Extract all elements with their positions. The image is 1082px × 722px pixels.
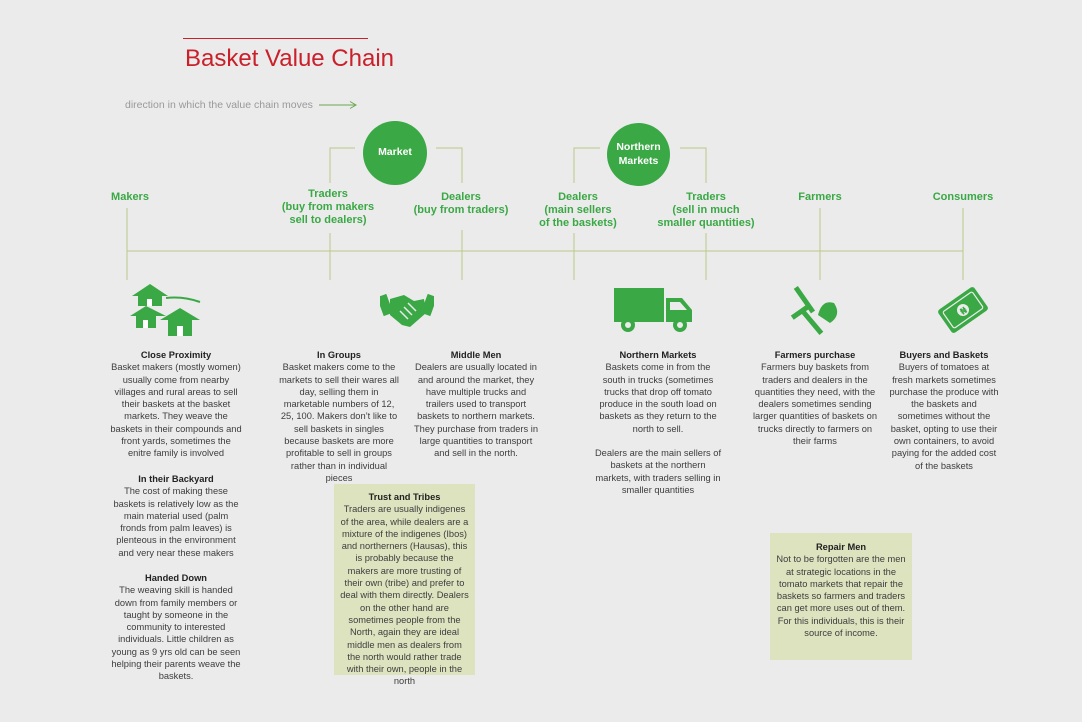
market-bracket-left	[329, 147, 355, 183]
note-body: Basket makers (mostly women) usually com…	[110, 362, 242, 459]
page-title: Basket Value Chain	[185, 45, 395, 72]
note-farmers-purchase: Farmers purchase Farmers buy baskets fro…	[752, 349, 878, 447]
note-title: Trust and Tribes	[368, 492, 441, 502]
note-title: Northern Markets	[619, 350, 697, 360]
note-buyers-baskets: Buyers and Baskets Buyers of tomatoes at…	[888, 349, 1000, 472]
note-body: Farmers buy baskets from traders and dea…	[752, 362, 878, 447]
stage-traders-northern: Traders (sell in much smaller quantities…	[657, 191, 754, 231]
stage-sublabel: (main sellers	[544, 204, 612, 217]
note-body: The cost of making these baskets is rela…	[113, 486, 239, 558]
note-body: Dealers are the main sellers of baskets …	[594, 448, 722, 495]
stage-label: Dealers	[441, 191, 481, 203]
northern-bracket-right	[680, 147, 707, 183]
northern-markets-hub: Northern Markets	[607, 123, 670, 186]
note-in-groups: In Groups Basket makers come to the mark…	[277, 349, 401, 484]
truck-icon	[614, 288, 692, 332]
note-title: Handed Down	[145, 573, 207, 583]
note-close-proximity: Close Proximity Basket makers (mostly wo…	[110, 349, 242, 460]
svg-text:₦: ₦	[959, 305, 970, 317]
stage-sublabel: (buy from traders)	[413, 204, 509, 217]
stage-traders-market: Traders (buy from makers sell to dealers…	[282, 188, 374, 228]
market-hub: Market	[363, 121, 427, 185]
huts-icon	[130, 284, 201, 336]
title-rule	[183, 38, 368, 39]
stage-sublabel: of the baskets)	[539, 217, 617, 230]
note-title: Buyers and Baskets	[899, 350, 989, 360]
note-body: Traders are usually indigenes of the are…	[340, 504, 469, 687]
note-trust-tribes: Trust and Tribes Traders are usually ind…	[334, 484, 475, 686]
note-body: Not to be forgotten are the men at strat…	[776, 554, 906, 639]
note-body: Baskets come in from the south in trucks…	[599, 362, 717, 434]
note-body: Buyers of tomatoes at fresh markets some…	[889, 362, 999, 471]
note-title: Farmers purchase	[774, 350, 856, 360]
arrow-right-icon	[318, 101, 357, 109]
stage-sublabel: (buy from makers	[281, 201, 375, 214]
stage-sublabel: smaller quantities)	[657, 217, 755, 230]
note-title: In their Backyard	[138, 474, 214, 484]
direction-note: direction in which the value chain moves	[125, 99, 359, 111]
shovel-rake-icon	[790, 285, 838, 336]
note-handed-down: Handed Down The weaving skill is handed …	[110, 572, 242, 683]
stage-sublabel: (sell in much	[672, 204, 740, 217]
stage-sublabel: sell to dealers)	[289, 214, 367, 227]
stage-dealers-northern: Dealers (main sellers of the baskets)	[539, 191, 617, 231]
direction-note-text: direction in which the value chain moves	[125, 99, 313, 111]
note-title: Close Proximity	[140, 350, 212, 360]
note-repair-men: Repair Men Not to be forgotten are the m…	[770, 533, 912, 660]
note-body: Dealers are usually located in and aroun…	[413, 362, 538, 459]
market-bracket-right	[436, 147, 463, 183]
note-northern-markets: Northern Markets Baskets come in from th…	[594, 349, 722, 496]
handshake-icon	[380, 293, 434, 327]
stage-makers: Makers	[111, 191, 149, 203]
northern-bracket-left	[573, 147, 600, 183]
note-body: The weaving skill is handed down from fa…	[111, 585, 241, 682]
stage-consumers: Consumers	[932, 191, 994, 203]
stage-label: Traders	[686, 191, 726, 203]
note-title: In Groups	[317, 350, 361, 360]
stage-label: Dealers	[558, 191, 598, 203]
note-body: Basket makers come to the markets to sel…	[279, 362, 399, 483]
money-icon: ₦	[938, 287, 988, 333]
note-backyard: In their Backyard The cost of making the…	[110, 473, 242, 559]
stage-farmers: Farmers	[798, 191, 842, 203]
stage-dealers-market: Dealers (buy from traders)	[414, 191, 509, 217]
note-title: Repair Men	[815, 542, 867, 552]
note-middle-men: Middle Men Dealers are usually located i…	[413, 349, 539, 460]
stage-label: Traders	[308, 188, 348, 200]
note-title: Middle Men	[450, 350, 502, 360]
